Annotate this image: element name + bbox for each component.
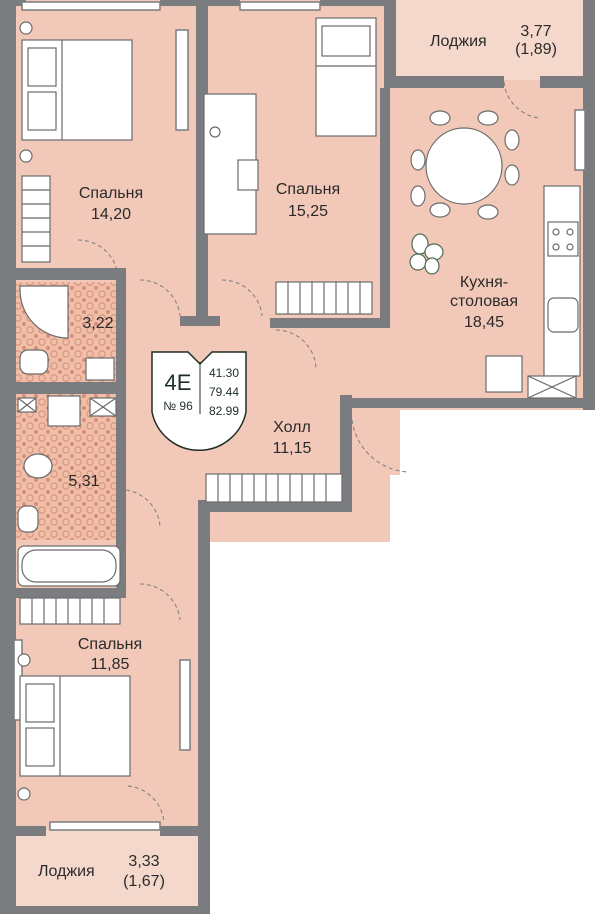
area-bedroom-bottom: 11,85 [91, 656, 130, 673]
label-bedroom-top-left: Спальня [79, 185, 143, 202]
label-loggia-top: Лоджия [430, 33, 487, 50]
area-total: 79.44 [209, 385, 239, 399]
area-living: 41.30 [209, 366, 239, 380]
apartment-number: № 96 [163, 399, 193, 413]
apartment-badge: 4Е № 96 41.30 79.44 82.99 [151, 351, 247, 451]
area-bathroom-big: 5,31 [68, 473, 99, 490]
dining-table [425, 127, 503, 205]
label-hall: Холл [273, 419, 311, 436]
windows [13, 1, 586, 831]
area-loggia-bottom: 3,33 [128, 853, 159, 870]
room-labels: Спальня 14,20 Спальня 15,25 Лоджия 3,77 … [38, 23, 557, 890]
area-reduced-loggia-top: (1,89) [515, 41, 557, 58]
kitchen-counter [543, 185, 581, 377]
label-kitchen-line1: Кухня- [460, 274, 508, 291]
area-loggia-top: 3,77 [520, 23, 551, 40]
area-reduced-loggia-bottom: (1,67) [123, 873, 165, 890]
label-bedroom-top-mid: Спальня [276, 181, 340, 198]
wardrobe-hall [205, 473, 343, 503]
apartment-type: 4Е [165, 370, 192, 395]
area-bedroom-top-left: 14,20 [91, 206, 131, 223]
label-loggia-bottom: Лоджия [38, 863, 95, 880]
door-swings [77, 81, 541, 823]
label-kitchen-line2: столовая [450, 293, 518, 310]
shower [19, 285, 69, 339]
label-bedroom-bottom: Спальня [78, 636, 142, 653]
plant-icon [409, 233, 444, 275]
wardrobe-bottom [19, 597, 121, 625]
area-bedroom-top-mid: 15,25 [288, 203, 328, 220]
area-bathroom-small: 3,22 [82, 315, 113, 332]
area-hall: 11,15 [273, 440, 312, 457]
wardrobe-left [21, 175, 51, 263]
furniture [17, 17, 581, 801]
area-kitchen: 18,45 [464, 314, 504, 331]
area-total-loggia: 82.99 [209, 404, 239, 418]
